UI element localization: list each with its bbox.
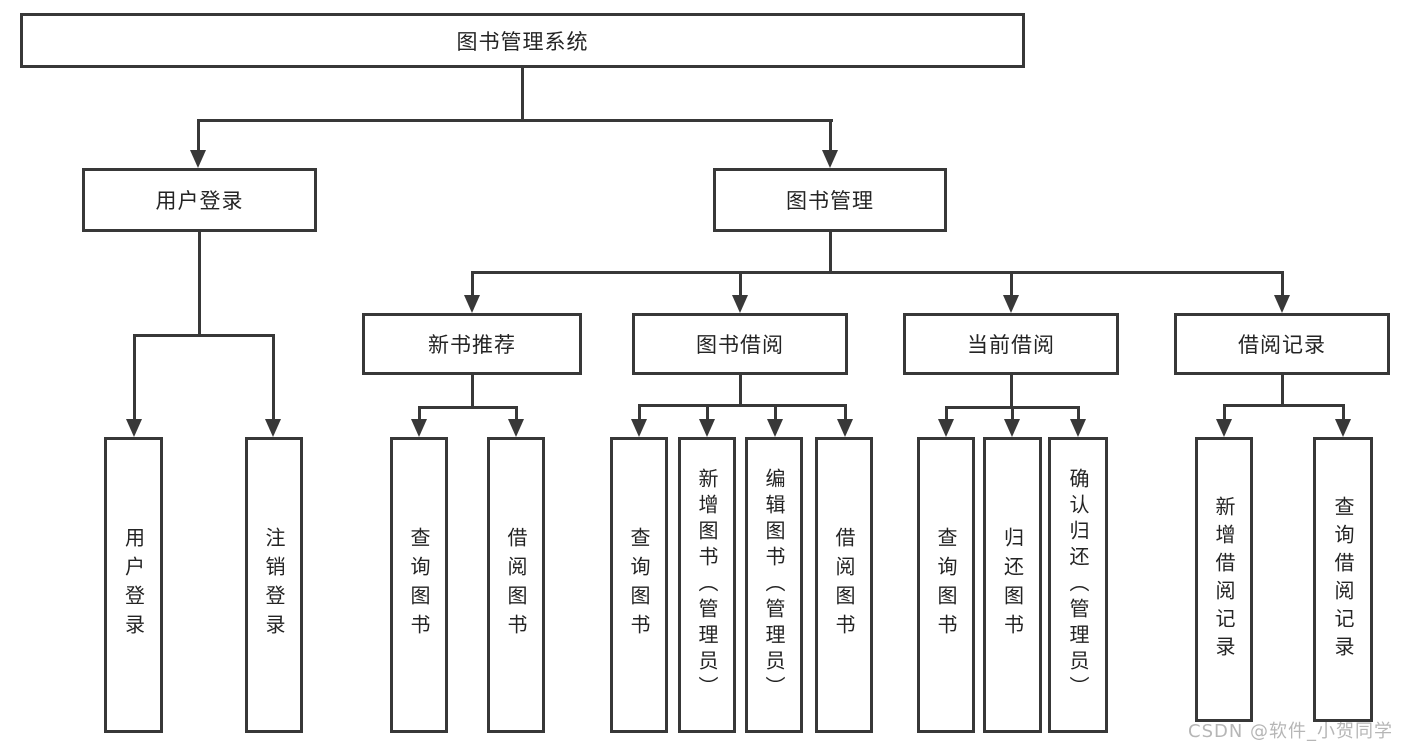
- arrowhead-icon: [1274, 295, 1290, 313]
- leaf-borrow-books-recommend: 借阅图书: [487, 437, 545, 733]
- connector-segment: [272, 334, 275, 421]
- node-book-borrowing: 图书借阅: [632, 313, 848, 375]
- csdn-watermark: CSDN @软件_小贺同学: [1188, 721, 1394, 742]
- leaf-edit-books-admin: 编辑图书（管理员）: [745, 437, 803, 733]
- arrowhead-icon: [767, 419, 783, 437]
- connector-segment: [418, 406, 518, 409]
- node-label: 新书推荐: [428, 333, 516, 357]
- arrowhead-icon: [699, 419, 715, 437]
- arrowhead-icon: [464, 295, 480, 313]
- connector-segment: [521, 68, 524, 121]
- leaf-query-borrow-record: 查询借阅记录: [1313, 437, 1373, 722]
- leaf-label: 用户登录: [121, 527, 146, 643]
- connector-segment: [1010, 271, 1013, 297]
- connector-segment: [418, 406, 421, 421]
- leaf-label: 新增图书（管理员）: [695, 468, 719, 702]
- arrowhead-icon: [411, 419, 427, 437]
- leaf-query-books-recommend: 查询图书: [390, 437, 448, 733]
- leaf-label: 编辑图书（管理员）: [762, 468, 786, 702]
- connector-segment: [1223, 404, 1226, 421]
- connector-segment: [638, 404, 641, 421]
- arrowhead-icon: [732, 295, 748, 313]
- node-label: 图书管理系统: [456, 29, 589, 54]
- connector-segment: [471, 375, 474, 408]
- arrowhead-icon: [938, 419, 954, 437]
- connector-segment: [515, 406, 518, 421]
- connector-segment: [1011, 406, 1014, 421]
- leaf-label: 新增借阅记录: [1212, 495, 1236, 664]
- leaf-add-borrow-record: 新增借阅记录: [1195, 437, 1253, 722]
- connector-segment: [471, 271, 1284, 274]
- connector-segment: [133, 334, 136, 421]
- arrowhead-icon: [265, 419, 281, 437]
- connector-segment: [739, 271, 742, 297]
- leaf-query-books-borrowing: 查询图书: [610, 437, 668, 733]
- node-label: 图书借阅: [696, 333, 784, 357]
- arrowhead-icon: [190, 150, 206, 168]
- connector-segment: [1010, 375, 1013, 408]
- leaf-user-login: 用户登录: [104, 437, 163, 733]
- connector-segment: [945, 406, 948, 421]
- arrowhead-icon: [631, 419, 647, 437]
- connector-segment: [197, 119, 200, 152]
- connector-segment: [197, 119, 833, 122]
- arrowhead-icon: [837, 419, 853, 437]
- leaf-confirm-return-admin: 确认归还（管理员）: [1048, 437, 1108, 733]
- connector-segment: [774, 404, 777, 421]
- connector-segment: [1281, 271, 1284, 297]
- arrowhead-icon: [1335, 419, 1351, 437]
- connector-segment: [471, 271, 474, 297]
- connector-segment: [198, 232, 201, 336]
- leaf-label: 借阅图书: [504, 527, 528, 643]
- leaf-label: 查询借阅记录: [1331, 495, 1355, 664]
- connector-segment: [638, 404, 847, 407]
- leaf-label: 借阅图书: [832, 527, 856, 643]
- connector-segment: [706, 404, 709, 421]
- leaf-label: 归还图书: [1000, 527, 1025, 643]
- arrowhead-icon: [1216, 419, 1232, 437]
- connector-segment: [1077, 406, 1080, 421]
- leaf-label: 确认归还（管理员）: [1066, 468, 1090, 702]
- leaf-logout: 注销登录: [245, 437, 303, 733]
- node-current-borrowing: 当前借阅: [903, 313, 1119, 375]
- connector-segment: [844, 404, 847, 421]
- leaf-return-books: 归还图书: [983, 437, 1042, 733]
- leaf-borrow-books-borrowing: 借阅图书: [815, 437, 873, 733]
- connector-segment: [829, 232, 832, 273]
- node-label: 用户登录: [155, 189, 244, 213]
- connector-segment: [1281, 375, 1284, 406]
- connector-segment: [739, 375, 742, 407]
- node-label: 借阅记录: [1238, 333, 1326, 357]
- node-new-book-recommendation: 新书推荐: [362, 313, 582, 375]
- arrowhead-icon: [1004, 419, 1020, 437]
- connector-segment: [829, 119, 832, 152]
- leaf-query-books-current: 查询图书: [917, 437, 975, 733]
- arrowhead-icon: [822, 150, 838, 168]
- arrowhead-icon: [126, 419, 142, 437]
- arrowhead-icon: [1003, 295, 1019, 313]
- connector-segment: [133, 334, 275, 337]
- connector-segment: [1342, 404, 1345, 421]
- leaf-label: 注销登录: [262, 527, 286, 643]
- leaf-add-books-admin: 新增图书（管理员）: [678, 437, 736, 733]
- node-library-system: 图书管理系统: [20, 13, 1025, 68]
- connector-segment: [1223, 404, 1345, 407]
- node-borrowing-records: 借阅记录: [1174, 313, 1390, 375]
- arrowhead-icon: [1070, 419, 1086, 437]
- node-book-management: 图书管理: [713, 168, 947, 232]
- node-label: 图书管理: [786, 189, 874, 213]
- node-user-login: 用户登录: [82, 168, 317, 232]
- leaf-label: 查询图书: [407, 527, 431, 643]
- node-label: 当前借阅: [967, 333, 1055, 357]
- arrowhead-icon: [508, 419, 524, 437]
- leaf-label: 查询图书: [627, 527, 651, 643]
- leaf-label: 查询图书: [934, 527, 958, 643]
